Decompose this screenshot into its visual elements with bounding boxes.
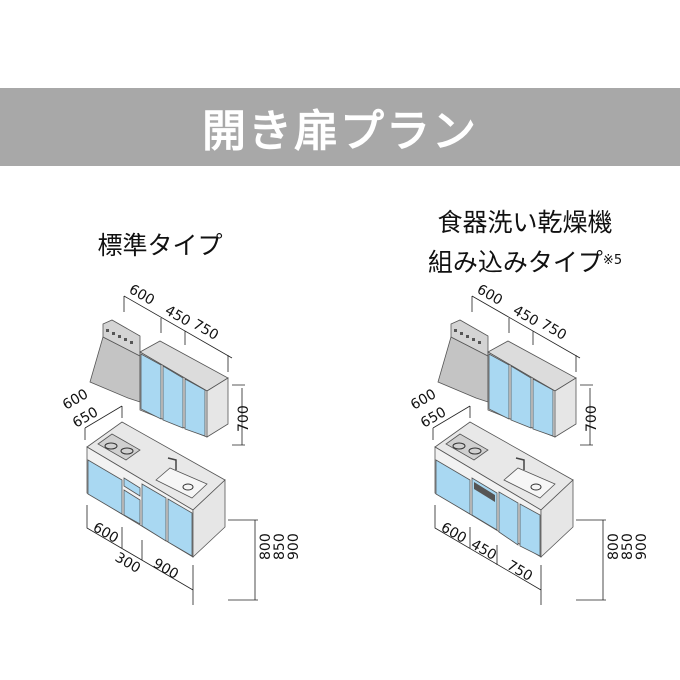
lower-door [519,503,541,557]
lower-width-dim: 600 [90,520,121,547]
lower-door [167,498,193,557]
burner [468,447,482,455]
dishwasher-control [474,482,495,502]
lower-drawer [123,477,141,497]
burner [452,442,466,450]
title-banner: 開き扉プラン [0,88,680,166]
sink [503,467,556,499]
lower-width-dim: 750 [504,558,535,585]
upper-door [488,353,510,420]
footnote-mark: ※5 [602,253,623,268]
upper-width-dim: 450 [510,303,541,330]
upper-cabinet-side [554,377,577,438]
upper-height-dim: 700 [584,405,600,432]
upper-width-dim: 750 [538,317,569,344]
upper-width-dim: 600 [126,282,157,309]
page-title: 開き扉プラン [202,106,478,157]
upper-door [184,378,206,437]
lower-door [141,483,167,542]
hood-back-panel [450,319,489,357]
height-dim: 900 [634,533,650,560]
upper-door [162,365,184,429]
plan-heading-standard: 標準タイプ [80,226,240,262]
lower-door [498,491,519,546]
sink [155,467,208,499]
height-dim: 900 [286,533,302,560]
lower-width-dim: 450 [468,537,499,564]
height-dim: 850 [620,533,636,560]
faucet [167,457,177,470]
kitchen-dishwasher: 600 450 750 700 600 650 800 850 900 600 … [408,282,650,605]
upper-door [140,353,162,420]
lower-width-dim: 300 [112,550,143,577]
hood-back-panel [102,319,141,357]
lower-door [87,459,123,515]
upper-height-dim: 700 [236,405,252,432]
heading-line: 組み込みタイプ [427,248,603,277]
burner [104,442,118,450]
heading-line: 食器洗い乾燥機 [437,208,613,237]
upper-door [532,378,554,437]
faucet [515,457,525,470]
height-dim: 800 [258,533,274,560]
lower-width-dim: 600 [438,520,469,547]
heading-line: 標準タイプ [97,231,223,260]
upper-width-dim: 750 [190,317,221,344]
plan-heading-dishwasher: 食器洗い乾燥機 組み込みタイプ※5 [380,203,670,283]
lower-cabinet-side [540,479,574,558]
sink-drain [182,483,194,491]
hood-vents [454,329,481,344]
lower-door [123,489,141,525]
upper-width-dim: 600 [474,282,505,309]
upper-cabinet-side [206,377,229,438]
lower-width-dim: 900 [150,556,181,583]
sink-drain [530,483,542,491]
lower-cabinet-side [192,479,226,558]
lower-door [435,459,471,515]
kitchen-standard: 600 450 750 700 600 650 800 850 900 600 … [60,282,302,605]
height-dim: 800 [606,533,622,560]
upper-door [510,365,532,429]
hood-vents [106,329,133,344]
burner [120,447,134,455]
height-dim: 850 [272,533,288,560]
upper-width-dim: 450 [162,303,193,330]
